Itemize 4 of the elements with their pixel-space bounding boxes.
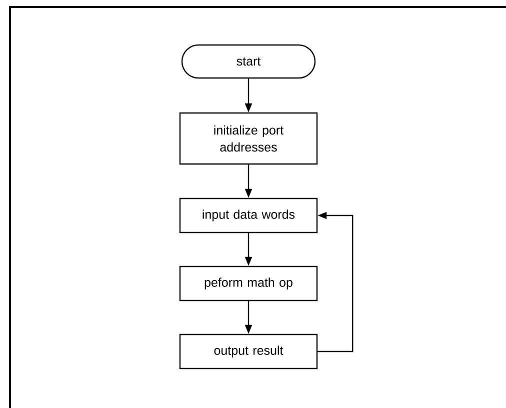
process-box: output result — [179, 334, 318, 370]
process-box: input data words — [179, 198, 318, 234]
process-box: initialize port addresses — [179, 112, 318, 165]
process-box: peform math op — [179, 266, 318, 302]
